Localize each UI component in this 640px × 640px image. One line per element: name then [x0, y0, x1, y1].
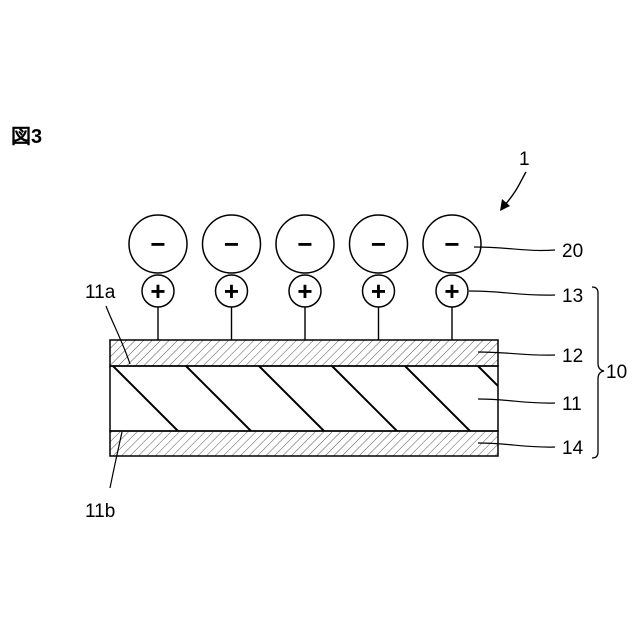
positive-sign: +: [150, 276, 165, 306]
ion-pair: −+: [350, 215, 408, 340]
substrate-hatch-line: [186, 366, 251, 431]
layer-14: [110, 431, 498, 456]
figure-title: 図3: [11, 126, 42, 148]
ion-pair: −+: [203, 215, 261, 340]
layer-12: [110, 340, 498, 366]
positive-sign: +: [444, 276, 459, 306]
substrate-hatching: [40, 366, 616, 431]
label-20: 20: [562, 241, 583, 262]
label-11b: 11b: [85, 501, 115, 522]
ion-pair: −+: [276, 215, 334, 340]
substrate-hatch-line: [478, 366, 543, 431]
label-14: 14: [562, 438, 584, 459]
label-11a: 11a: [85, 282, 116, 303]
device-leader-line: [504, 172, 526, 206]
substrate-hatch-line: [113, 366, 178, 431]
negative-sign: −: [371, 229, 386, 259]
positive-sign: +: [224, 276, 239, 306]
ion-pair: −+: [129, 215, 187, 340]
label-11: 11: [562, 394, 582, 415]
leader-20: [474, 247, 555, 250]
leader-13: [469, 291, 555, 295]
positive-sign: +: [297, 276, 312, 306]
ion-pairs: −+−+−+−+−+: [129, 215, 481, 340]
negative-sign: −: [224, 229, 239, 259]
negative-sign: −: [297, 229, 312, 259]
negative-sign: −: [150, 229, 165, 259]
negative-sign: −: [444, 229, 459, 259]
label-10: 10: [606, 362, 627, 383]
substrate-hatch-line: [40, 366, 105, 431]
positive-sign: +: [371, 276, 386, 306]
label-13: 13: [562, 286, 583, 307]
substrate-hatch-line: [259, 366, 324, 431]
label-12: 12: [562, 346, 583, 367]
leader-11: [478, 399, 555, 403]
device-label: 1: [519, 149, 530, 170]
substrate-hatch-line: [332, 366, 397, 431]
ion-pair: −+: [423, 215, 481, 340]
stack-brace: [592, 287, 604, 458]
substrate-hatch-line: [405, 366, 470, 431]
